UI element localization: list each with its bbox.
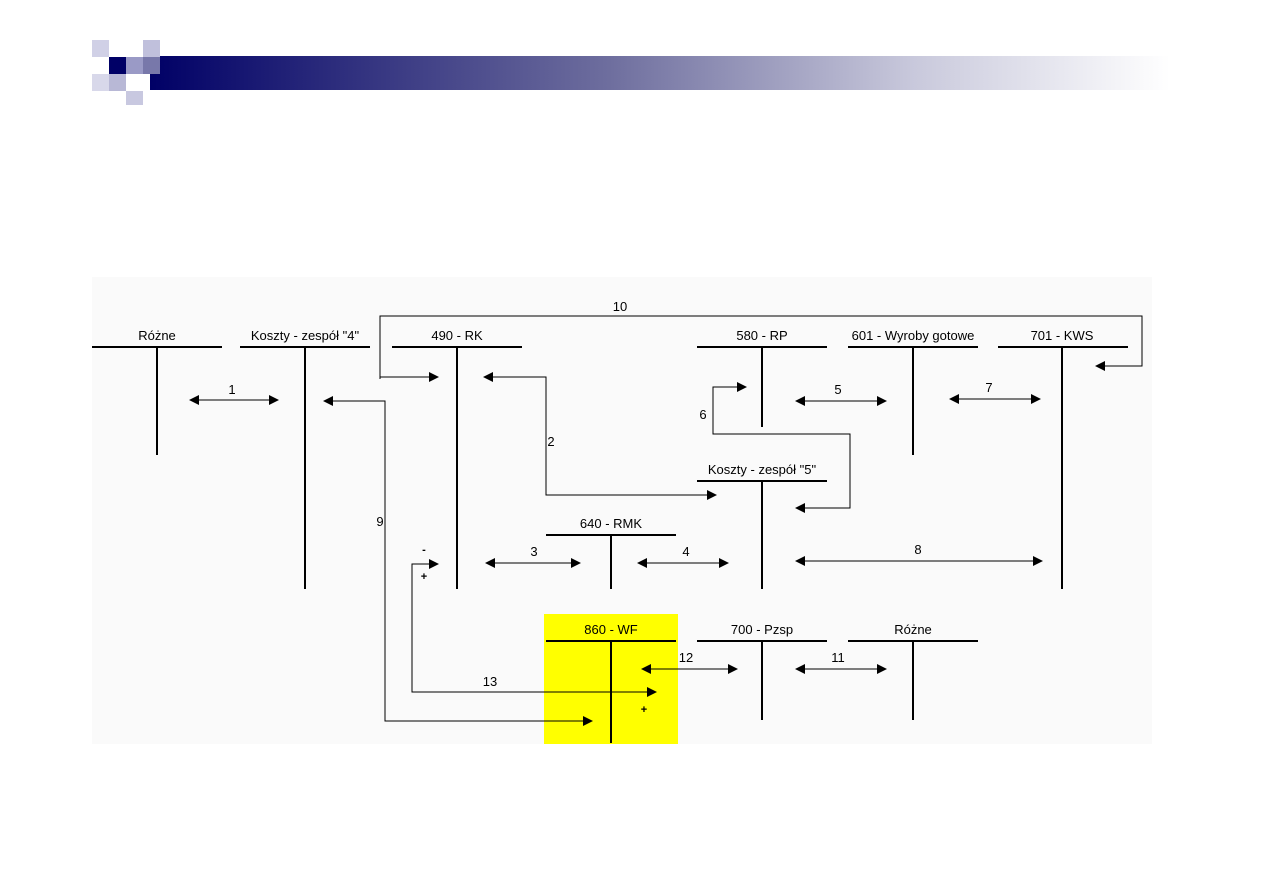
label-rozne-right: Różne bbox=[894, 622, 932, 637]
header-gradient-bar bbox=[92, 40, 1170, 105]
minus-sign: - bbox=[422, 544, 426, 556]
flow-label-5: 5 bbox=[834, 382, 841, 397]
header-stripe bbox=[150, 56, 1170, 90]
flow-label-10: 10 bbox=[613, 299, 627, 314]
flow-label-4: 4 bbox=[682, 544, 689, 559]
t-account-rozne-right bbox=[848, 640, 978, 720]
logo-squares bbox=[92, 40, 160, 105]
label-wyroby601: 601 - Wyroby gotowe bbox=[852, 328, 975, 343]
label-kws701: 701 - KWS bbox=[1031, 328, 1094, 343]
flow-label-12: 12 bbox=[679, 650, 693, 665]
flow-label-2: 2 bbox=[547, 434, 554, 449]
t-account-koszty4 bbox=[240, 346, 370, 589]
label-rmk640: 640 - RMK bbox=[580, 516, 642, 531]
t-account-wyroby601 bbox=[848, 346, 978, 455]
flow-label-7: 7 bbox=[985, 380, 992, 395]
flow-10-arrow bbox=[379, 315, 1143, 379]
plus-sign-rk: + bbox=[421, 571, 427, 583]
t-account-pzsp700 bbox=[697, 640, 827, 720]
label-rk490: 490 - RK bbox=[431, 328, 483, 343]
flow-label-13: 13 bbox=[483, 674, 497, 689]
plus-sign-wf: + bbox=[641, 704, 647, 716]
flow-label-3: 3 bbox=[530, 544, 537, 559]
label-rozne-left: Różne bbox=[138, 328, 176, 343]
label-wf860: 860 - WF bbox=[584, 622, 638, 637]
flow-label-6: 6 bbox=[699, 407, 706, 422]
flow-label-9: 9 bbox=[376, 514, 383, 529]
label-pzsp700: 700 - Pzsp bbox=[731, 622, 793, 637]
label-rp580: 580 - RP bbox=[736, 328, 787, 343]
flow-6-arrow bbox=[712, 382, 851, 513]
flow-label-11: 11 bbox=[831, 650, 845, 665]
flow-label-8: 8 bbox=[914, 542, 921, 557]
label-koszty5: Koszty - zespół "5" bbox=[708, 462, 817, 477]
flow-9-arrow bbox=[323, 396, 593, 726]
t-account-rozne-left bbox=[92, 346, 222, 455]
t-account-kws701 bbox=[998, 346, 1128, 589]
label-koszty4: Koszty - zespół "4" bbox=[251, 328, 360, 343]
flow-13-arrow bbox=[411, 559, 657, 697]
flow-label-1: 1 bbox=[228, 382, 235, 397]
